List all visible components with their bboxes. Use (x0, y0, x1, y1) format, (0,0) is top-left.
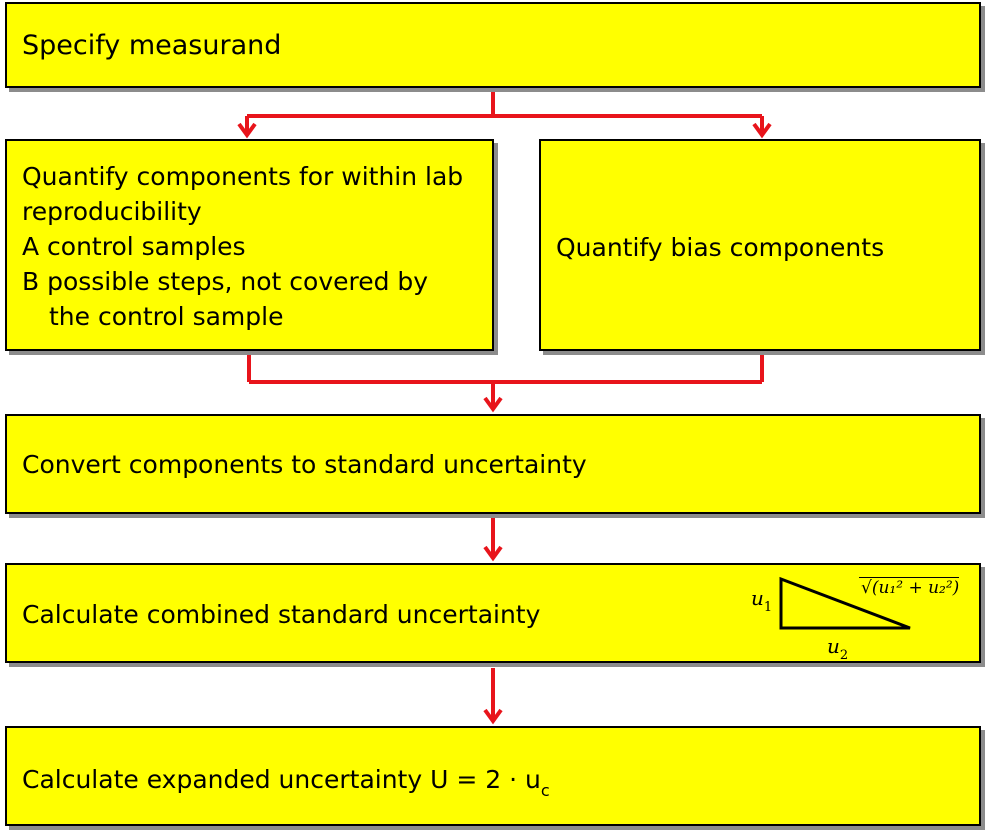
within-lab-text: Quantify components for within lab repro… (22, 159, 463, 334)
combined-uncertainty-box: Calculate combined standard uncertainty … (5, 563, 981, 663)
triangle-label-u1: u1 (751, 586, 773, 615)
arrow-combined-to-expanded (483, 668, 503, 725)
specify-measurand-label: Specify measurand (22, 30, 282, 61)
combined-uncertainty-label: Calculate combined standard uncertainty (22, 600, 541, 629)
right-triangle-shape (779, 576, 911, 630)
convert-standard-uncertainty-box: Convert components to standard uncertain… (5, 414, 981, 514)
within-lab-line3: A control samples (22, 232, 246, 261)
within-lab-line1: Quantify components for within lab (22, 162, 464, 191)
merge-connector (247, 352, 764, 413)
bias-components-label: Quantify bias components (556, 233, 885, 262)
split-connector (237, 90, 772, 139)
arrow-convert-to-combined (483, 518, 503, 562)
triangle-label-u2: u2 (827, 634, 849, 663)
triangle-label-hypotenuse: √(u₁² + u₂²) (859, 577, 960, 598)
bias-components-box: Quantify bias components (539, 139, 981, 351)
specify-measurand-box: Specify measurand (5, 2, 981, 88)
within-lab-line2: reproducibility (22, 197, 202, 226)
expanded-uncertainty-text: Calculate expanded uncertainty U = 2 · u (22, 765, 541, 794)
right-triangle-diagram (779, 576, 911, 630)
expanded-uncertainty-box: Calculate expanded uncertainty U = 2 · u… (5, 726, 981, 826)
within-lab-line5: the control sample (49, 302, 284, 331)
convert-standard-uncertainty-label: Convert components to standard uncertain… (22, 450, 587, 479)
expanded-uncertainty-label: Calculate expanded uncertainty U = 2 · u… (22, 762, 550, 800)
within-lab-line4: B possible steps, not covered by (22, 267, 429, 296)
expanded-uncertainty-subscript: c (540, 781, 550, 800)
within-lab-box: Quantify components for within lab repro… (5, 139, 494, 351)
